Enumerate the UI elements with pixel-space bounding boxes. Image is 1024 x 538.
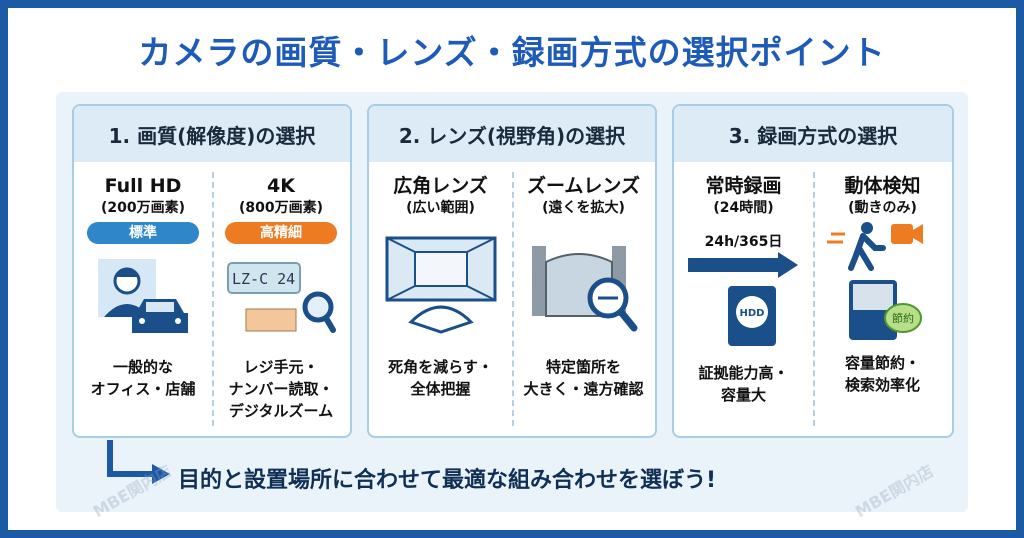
option-desc: 容量節約・検索効率化	[813, 352, 952, 396]
divider	[813, 172, 815, 426]
desc-line: デジタルズーム	[228, 402, 334, 420]
badge-high-definition: 高精細	[225, 222, 337, 244]
badge-standard: 標準	[87, 222, 199, 244]
motion-camera-icon: 節約	[813, 218, 952, 352]
divider	[212, 172, 214, 426]
option-name: ズームレンズ	[526, 175, 641, 197]
option-desc: レジ手元・ナンバー読取・デジタルズーム	[212, 356, 350, 422]
gate-zoom-icon	[512, 224, 655, 350]
arrow-icon	[107, 440, 170, 484]
desc-line: 一般的な	[112, 358, 173, 376]
option-continuous: 常時録画 (24時間) 24h/365日 HDD 証拠能力高・容量大	[674, 162, 813, 436]
option-sub: (200万画素)	[100, 200, 186, 216]
option-zoom-lens: ズームレンズ (遠くを拡大) 特定箇所を大きく・遠方確認	[512, 162, 655, 436]
option-motion: 動体検知 (動きのみ) 節約 容量節約・検索効率化	[813, 162, 952, 436]
wide-room-icon	[369, 224, 512, 350]
divider	[512, 172, 514, 426]
option-sub: (動きのみ)	[848, 200, 917, 216]
option-sub: (24時間)	[713, 200, 774, 216]
desc-line: オフィス・店舗	[90, 380, 196, 398]
option-name: 動体検知	[844, 175, 921, 197]
card-heading: 3. 録画方式の選択	[674, 106, 952, 162]
option-desc: 死角を減らす・全体把握	[369, 356, 512, 400]
desc-line: 全体把握	[410, 380, 471, 398]
option-sub: (遠くを拡大)	[542, 200, 625, 216]
option-name: 常時録画	[705, 175, 782, 197]
card-heading: 2. レンズ(視野角)の選択	[369, 106, 655, 162]
option-sub: (800万画素)	[238, 200, 324, 216]
option-desc: 一般的なオフィス・店舗	[74, 356, 212, 400]
card-lens: 2. レンズ(視野角)の選択 広角レンズ (広い範囲) 死角を減らす・全体把握 …	[367, 104, 657, 438]
card-heading: 1. 画質(解像度)の選択	[74, 106, 350, 162]
option-fullhd: Full HD (200万画素) 標準 一般的なオフィス・店舗	[74, 162, 212, 436]
desc-line: 大きく・遠方確認	[523, 380, 644, 398]
leaf-label: 節約	[892, 311, 914, 325]
card-resolution: 1. 画質(解像度)の選択 Full HD (200万画素) 標準 一般的なオフ…	[72, 104, 352, 438]
desc-line: レジ手元・	[243, 358, 319, 376]
option-desc: 証拠能力高・容量大	[674, 362, 813, 406]
card-recording: 3. 録画方式の選択 常時録画 (24時間) 24h/365日 HDD 証拠能力…	[672, 104, 954, 438]
option-4k: 4K (800万画素) 高精細 LZ-C 24 レジ手元・ナンバー読取・デジタル…	[212, 162, 350, 436]
option-name: 広角レンズ	[393, 175, 488, 197]
option-desc: 特定箇所を大きく・遠方確認	[512, 356, 655, 400]
option-wide-lens: 広角レンズ (広い範囲) 死角を減らす・全体把握	[369, 162, 512, 436]
license-plate-magnifier-icon: LZ-C 24	[212, 250, 350, 350]
option-sub: (広い範囲)	[406, 200, 475, 216]
plate-text: LZ-C 24	[232, 270, 295, 288]
desc-line: 検索効率化	[844, 376, 920, 394]
desc-line: 容量大	[720, 386, 766, 404]
timeline-hdd-icon: HDD	[674, 252, 813, 356]
page-title: カメラの画質・レンズ・録画方式の選択ポイント	[138, 33, 886, 72]
desc-line: ナンバー読取・	[228, 380, 334, 398]
person-car-icon	[74, 250, 212, 350]
summary-text: 目的と設置場所に合わせて最適な組み合わせを選ぼう!	[178, 468, 717, 493]
desc-line: 容量節約・	[844, 354, 920, 372]
hdd-label: HDD	[739, 308, 764, 319]
timeline-label: 24h/365日	[704, 234, 783, 250]
desc-line: 証拠能力高・	[698, 364, 789, 382]
desc-line: 特定箇所を	[545, 358, 621, 376]
option-name: Full HD	[104, 175, 182, 197]
desc-line: 死角を減らす・	[388, 358, 493, 376]
option-name: 4K	[267, 175, 295, 197]
